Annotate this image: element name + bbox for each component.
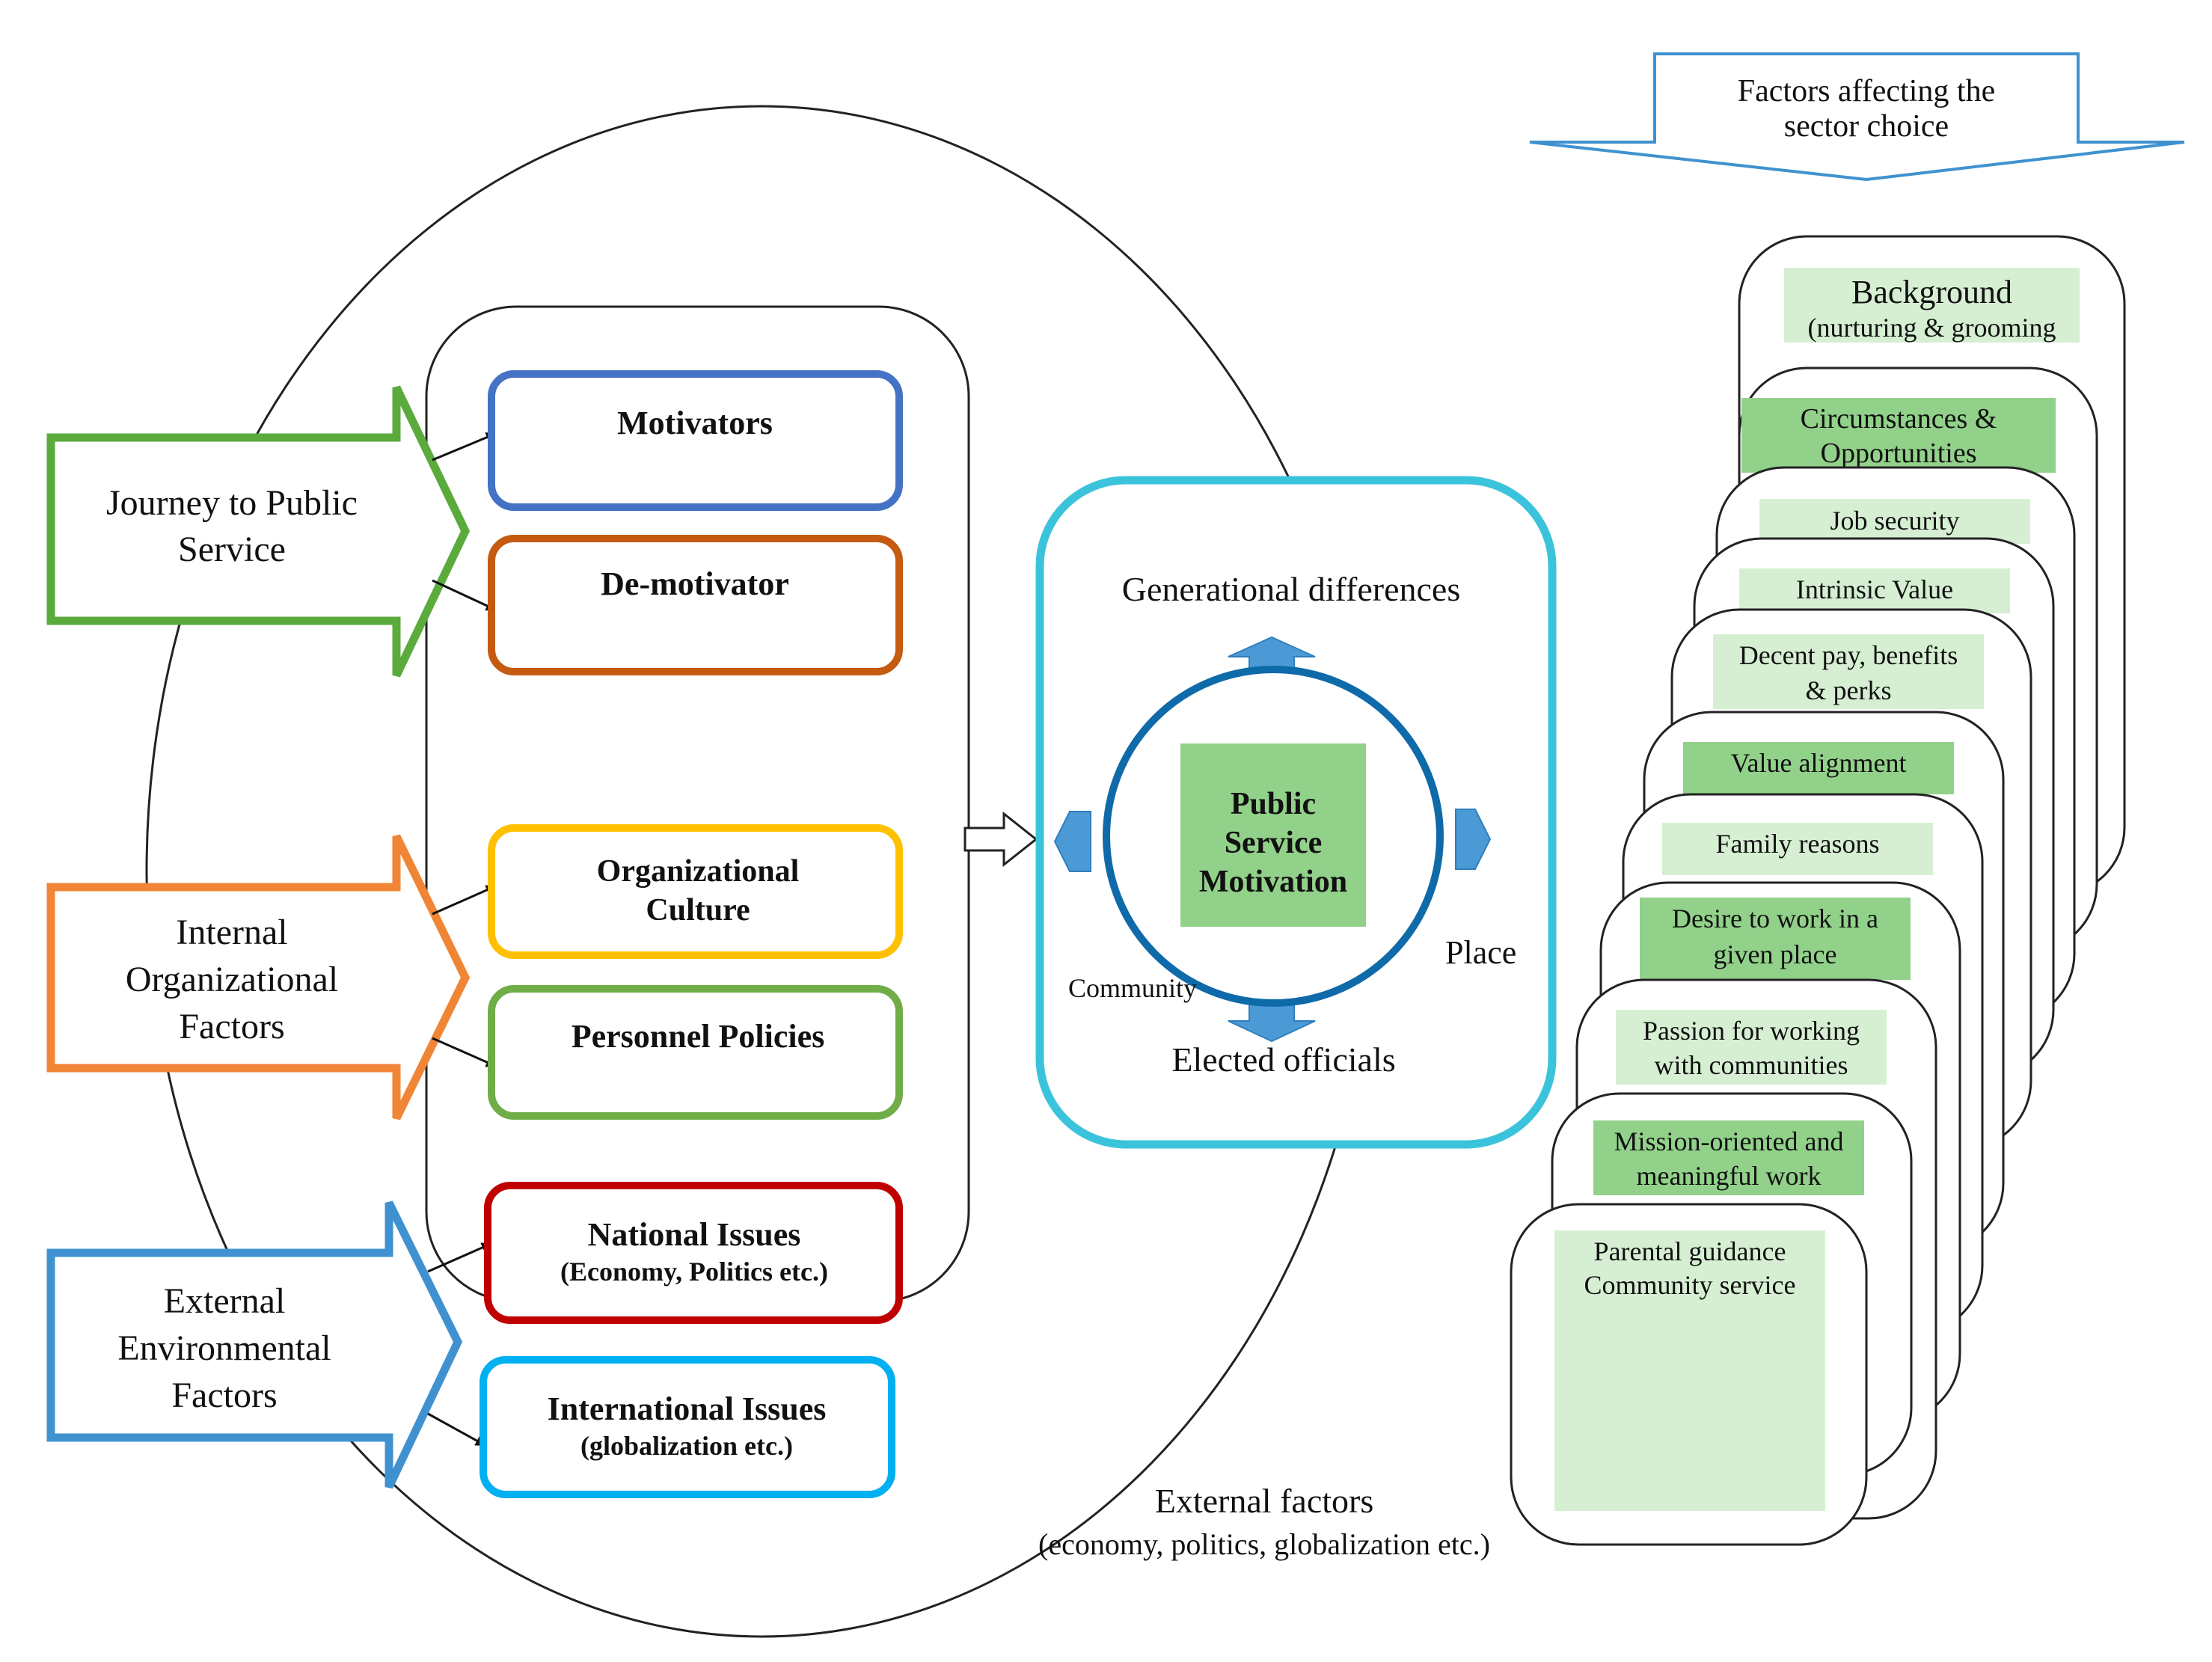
sector-choice-cards: Background(nurturing & groomingCircumsta… [1510,235,2126,1546]
external-label-line1: External [164,1281,286,1321]
personnel-policies-box [488,985,903,1120]
elected-officials-label: Elected officials [1171,1040,1395,1079]
sector-card-line1: Mission-oriented and [1614,1126,1844,1156]
sector-choice-header-line1: Factors affecting the [1738,74,1995,108]
external-arrow [46,1200,463,1489]
national-issues-sub: (Economy, Politics etc.) [560,1257,828,1287]
to-psm-arrow [963,811,1038,868]
external-label-line2: Environmental [117,1328,331,1368]
sector-choice-header-arrow [1529,52,2185,182]
sector-card-line1: Value alignment [1731,748,1907,778]
sector-card-highlight [1784,268,2080,343]
connector-demotivator [432,579,497,611]
internal-label-line2: Organizational [126,960,338,999]
internal-label-line3: Factors [179,1007,284,1046]
sector-card-line1: Intrinsic Value [1796,574,1953,604]
left-arrow-icon [1053,811,1091,872]
connector-international [427,1412,486,1447]
psm-center-line1: Public [1231,787,1316,821]
psm-center-block [1180,743,1366,927]
sector-card-highlight [1662,823,1933,875]
sector-card-line2: & perks [1806,675,1892,705]
sector-card-line2: (nurturing & grooming [1808,313,2056,343]
personnel-policies-label: Personnel Policies [572,1018,825,1055]
place-label: Place [1445,934,1516,971]
sector-card-line2: meaningful work [1637,1161,1822,1191]
motivators-label: Motivators [617,405,773,441]
sector-card-highlight [1554,1230,1825,1511]
sector-card-line1: Passion for working [1643,1016,1860,1046]
sector-card-highlight [1616,1010,1887,1085]
sector-card-line2: Opportunities [1821,438,1977,469]
sector-card-line1: Parental guidance [1594,1236,1786,1266]
right-arrow-icon [1455,809,1492,870]
connector-motivators [432,432,497,462]
journey-label-line2: Service [178,530,286,569]
connector-culture [432,885,497,916]
psm-center-line3: Motivation [1199,865,1347,899]
connector-national [427,1242,492,1273]
sector-card-highlight [1739,568,2010,613]
external-factors-sub: (economy, politics, globalization etc.) [1038,1527,1490,1561]
international-issues-title: International Issues [548,1390,827,1427]
sector-card-line2: with communities [1655,1050,1848,1080]
sector-card-highlight [1713,634,1984,709]
internal-label-line1: Internal [176,913,287,952]
sector-choice-header-line2: sector choice [1784,109,1949,144]
sector-card-highlight [1683,742,1954,794]
international-issues-box [480,1356,895,1498]
sector-card-line2: given place [1714,939,1837,969]
sector-card-line1: Circumstances & [1801,403,1997,435]
external-factors-title: External factors [1155,1482,1373,1520]
sector-card-line1: Decent pay, benefits [1739,640,1958,670]
org-culture-box [488,824,903,959]
sector-card-highlight [1741,398,2056,473]
sector-card-highlight [1593,1120,1864,1195]
motivators-box [488,370,903,511]
sector-card-line1: Job security [1830,506,1960,536]
org-culture-line1: Organizational [597,854,800,889]
international-issues-sub: (globalization etc.) [580,1431,793,1461]
connector-personnel [432,1037,497,1067]
journey-arrow [46,385,471,678]
sector-card-line1: Family reasons [1716,829,1880,859]
journey-label-line1: Journey to Public [106,483,358,523]
demotivator-label: De-motivator [601,565,789,602]
sector-card-line1: Desire to work in a [1672,904,1878,933]
sector-card-highlight [1759,499,2030,544]
psm-center-line2: Service [1225,826,1323,860]
sector-card-line1: Background [1851,274,2012,310]
external-label-line3: Factors [171,1376,277,1415]
internal-arrow [46,834,471,1120]
community-label: Community [1068,973,1197,1003]
demotivator-box [488,535,903,675]
national-issues-box [484,1182,903,1324]
sector-card-line2: Community service [1584,1270,1796,1300]
sector-card-highlight [1640,898,1911,980]
generational-differences-label: Generational differences [1122,570,1461,608]
org-culture-line2: Culture [646,893,750,927]
national-issues-title: National Issues [588,1216,801,1253]
